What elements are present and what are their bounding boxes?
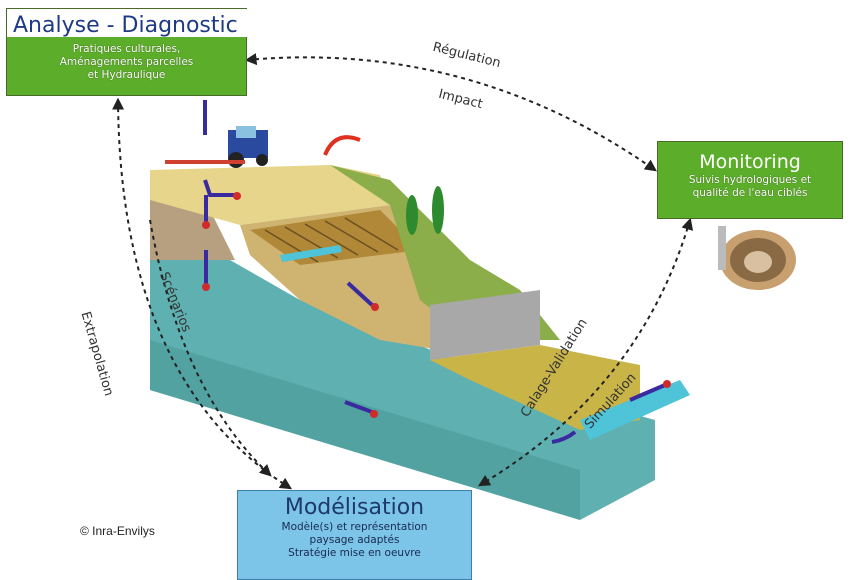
modelisation-line: Stratégie mise en oeuvre bbox=[288, 547, 421, 559]
calage-arrow bbox=[477, 217, 694, 487]
modelisation-line: Modèle(s) et représentation bbox=[281, 521, 428, 533]
modelisation-box: Modélisation Modèle(s) et représentation… bbox=[237, 490, 472, 580]
analyse-diagnostic-box: Analyse - Diagnostic Pratiques culturale… bbox=[6, 8, 248, 96]
ditch bbox=[280, 245, 342, 262]
analyse-title: Analyse - Diagnostic bbox=[7, 9, 248, 38]
erosion-arrow bbox=[323, 135, 361, 156]
extrapolation-arrow bbox=[112, 97, 293, 490]
analyse-line: et Hydraulique bbox=[87, 69, 166, 81]
analyse-line: Pratiques culturales, bbox=[72, 43, 181, 55]
analyse-line: Aménagements parcelles bbox=[59, 56, 194, 68]
tree bbox=[406, 195, 418, 235]
monitoring-line: qualité de l'eau ciblés bbox=[692, 187, 808, 199]
modelisation-title: Modélisation bbox=[284, 495, 425, 520]
regulation-arrow bbox=[244, 53, 657, 172]
monitoring-line: Suivis hydrologiques et bbox=[688, 174, 812, 186]
modelisation-line: paysage adaptés bbox=[309, 534, 400, 546]
scenarios-arrow bbox=[149, 219, 272, 477]
tractor-icon bbox=[165, 126, 268, 168]
tree bbox=[432, 186, 444, 234]
copyright-text: © Inra-Envilys bbox=[80, 524, 155, 538]
well-icon bbox=[718, 226, 796, 290]
monitoring-box: Monitoring Suivis hydrologiques et quali… bbox=[657, 141, 843, 219]
monitoring-title: Monitoring bbox=[699, 151, 801, 173]
